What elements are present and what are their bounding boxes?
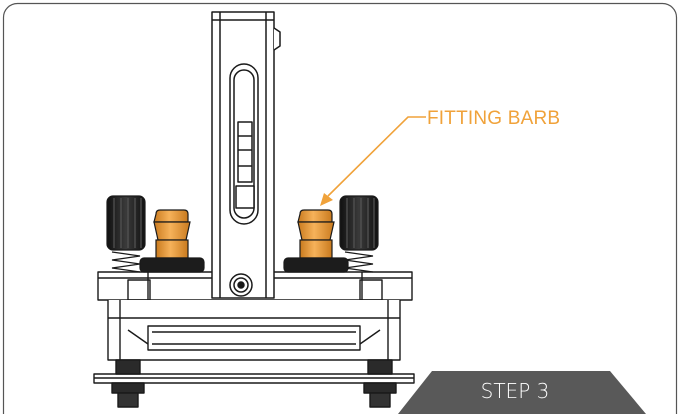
callout-leader [327,116,426,197]
step-badge [398,371,646,414]
left-fitting-barb [139,209,205,273]
callout-label: FITTING BARB [427,108,560,129]
callout-arrowhead [320,193,333,206]
left-thumb-screw [106,195,146,273]
right-thumb-screw [339,195,379,273]
step-label: STEP 3 [481,379,550,403]
vertical-bracket [211,11,281,299]
right-fitting-barb [283,209,349,273]
